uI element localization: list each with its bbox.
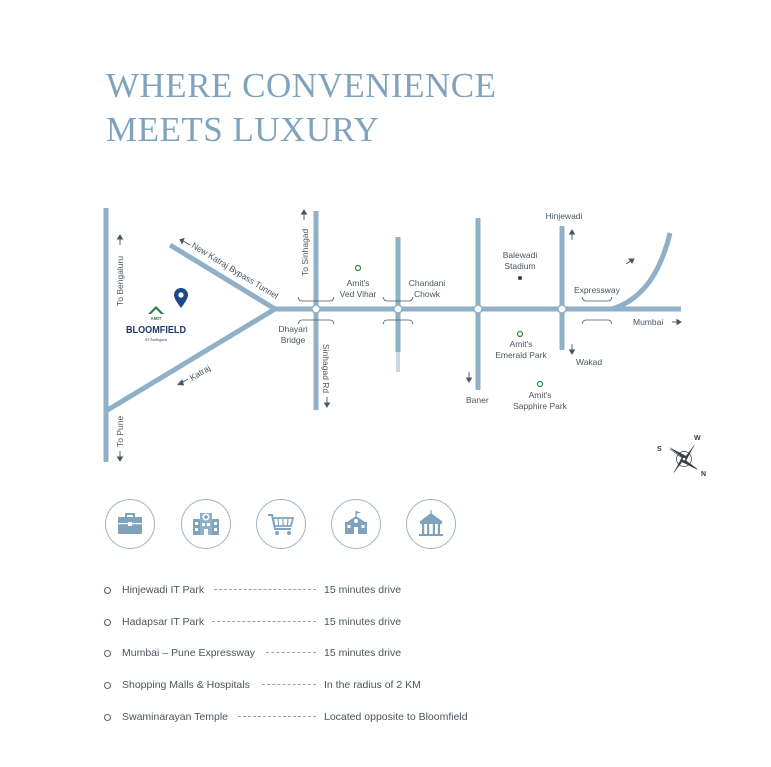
logo-roof-inner-icon [151, 309, 161, 314]
compass-icon: W N S E [657, 435, 706, 478]
school-icon [331, 499, 381, 549]
place-label: Mumbai – Pune Expressway [122, 647, 256, 660]
place-label: Hadapsar IT Park [122, 615, 205, 628]
direction-arrows [116, 209, 682, 462]
label-stadium: Stadium [504, 261, 535, 271]
label-bridge: Bridge [281, 335, 306, 345]
marker-emerald-park [516, 330, 524, 338]
label-wakad: Wakad [576, 357, 602, 367]
leader-dots [238, 715, 316, 717]
marker-sapphire-park [536, 380, 544, 388]
bullet-icon [104, 713, 111, 721]
label-sinhagad-rd: Sinhagad Rd [321, 344, 331, 393]
location-pin-icon [174, 288, 188, 308]
location-map: To Bengaluru To Pune New Katraj Bypass T… [103, 208, 706, 478]
logo-name: BLOOMFIELD [126, 325, 186, 336]
briefcase-icon [105, 499, 155, 549]
temple-icon [406, 499, 456, 549]
label-sapphire-park: Sapphire Park [513, 401, 568, 411]
leader-dots [214, 589, 316, 590]
place-label: Hinjewadi IT Park [122, 584, 205, 596]
logo-tagline: AT Ambegaon [144, 337, 167, 342]
road-katraj [104, 306, 277, 414]
bridge-marks [297, 296, 613, 325]
junction-dhayari [311, 304, 321, 314]
page-title: WHERE CONVENIENCE MEETS LUXURY [106, 64, 497, 152]
compass-n: N [701, 471, 706, 478]
place-distance: 15 minutes drive [324, 647, 402, 660]
place-label: Swaminarayan Temple [122, 710, 229, 723]
compass-s: S [657, 446, 662, 453]
place-label: Shopping Malls & Hospitals [122, 679, 250, 692]
junction-baner [473, 304, 483, 314]
hospital-icon [181, 499, 231, 549]
place-distance: Located opposite to Bloomfield [324, 710, 468, 723]
label-dhayari: Dhayari [278, 324, 307, 334]
leader-dots [262, 684, 316, 686]
title-line-1: WHERE CONVENIENCE [106, 66, 497, 105]
label-emerald-park: Emerald Park [495, 350, 547, 360]
junctions [311, 304, 567, 314]
place-distance: 15 minutes drive [324, 584, 402, 596]
label-expressway: Expressway [574, 285, 621, 295]
bullet-icon [104, 618, 111, 626]
roads [103, 208, 681, 462]
marker-ved-vihar [354, 264, 362, 272]
bloomfield-logo: AMIT BLOOMFIELD AT Ambegaon [126, 306, 186, 342]
label-balewadi: Balewadi [503, 250, 538, 260]
title-line-2: MEETS LUXURY [106, 110, 380, 149]
bullet-icon [104, 587, 111, 594]
label-ved-vihar-brand: Amit's [347, 278, 370, 288]
label-mumbai: Mumbai [633, 317, 663, 327]
road-chandani-fade [396, 352, 400, 372]
label-to-sinhagad: To Sinhagad [300, 228, 310, 276]
road-new-katraj-bypass [168, 242, 277, 312]
label-emerald-brand: Amit's [510, 339, 533, 349]
label-ved-vihar: Ved Vihar [340, 289, 377, 299]
marker-balewadi-stadium [518, 276, 522, 280]
label-hinjewadi: Hinjewadi [546, 211, 583, 221]
label-katraj: Katraj [188, 363, 212, 383]
logo-brand: AMIT [151, 316, 162, 321]
junction-hinjewadi [557, 304, 567, 314]
label-sapphire-brand: Amit's [529, 390, 552, 400]
label-new-katraj-bypass: New Katraj Bypass Tunnel [190, 240, 280, 301]
leader-dots [266, 652, 316, 654]
bullet-icon [104, 650, 111, 658]
shopping-cart-icon [256, 499, 306, 549]
label-to-pune: To Pune [115, 416, 125, 447]
bullet-icon [104, 682, 111, 690]
label-chowk: Chowk [414, 289, 441, 299]
place-distance: In the radius of 2 KM [324, 679, 421, 692]
label-to-bengaluru: To Bengaluru [115, 256, 125, 306]
leader-dots [212, 620, 316, 622]
compass-w: W [694, 435, 701, 442]
place-distance: 15 minutes drive [324, 615, 402, 628]
road-expressway [611, 232, 673, 312]
label-baner: Baner [466, 395, 489, 405]
junction-chandani [393, 304, 403, 314]
label-chandani: Chandani [409, 278, 446, 288]
